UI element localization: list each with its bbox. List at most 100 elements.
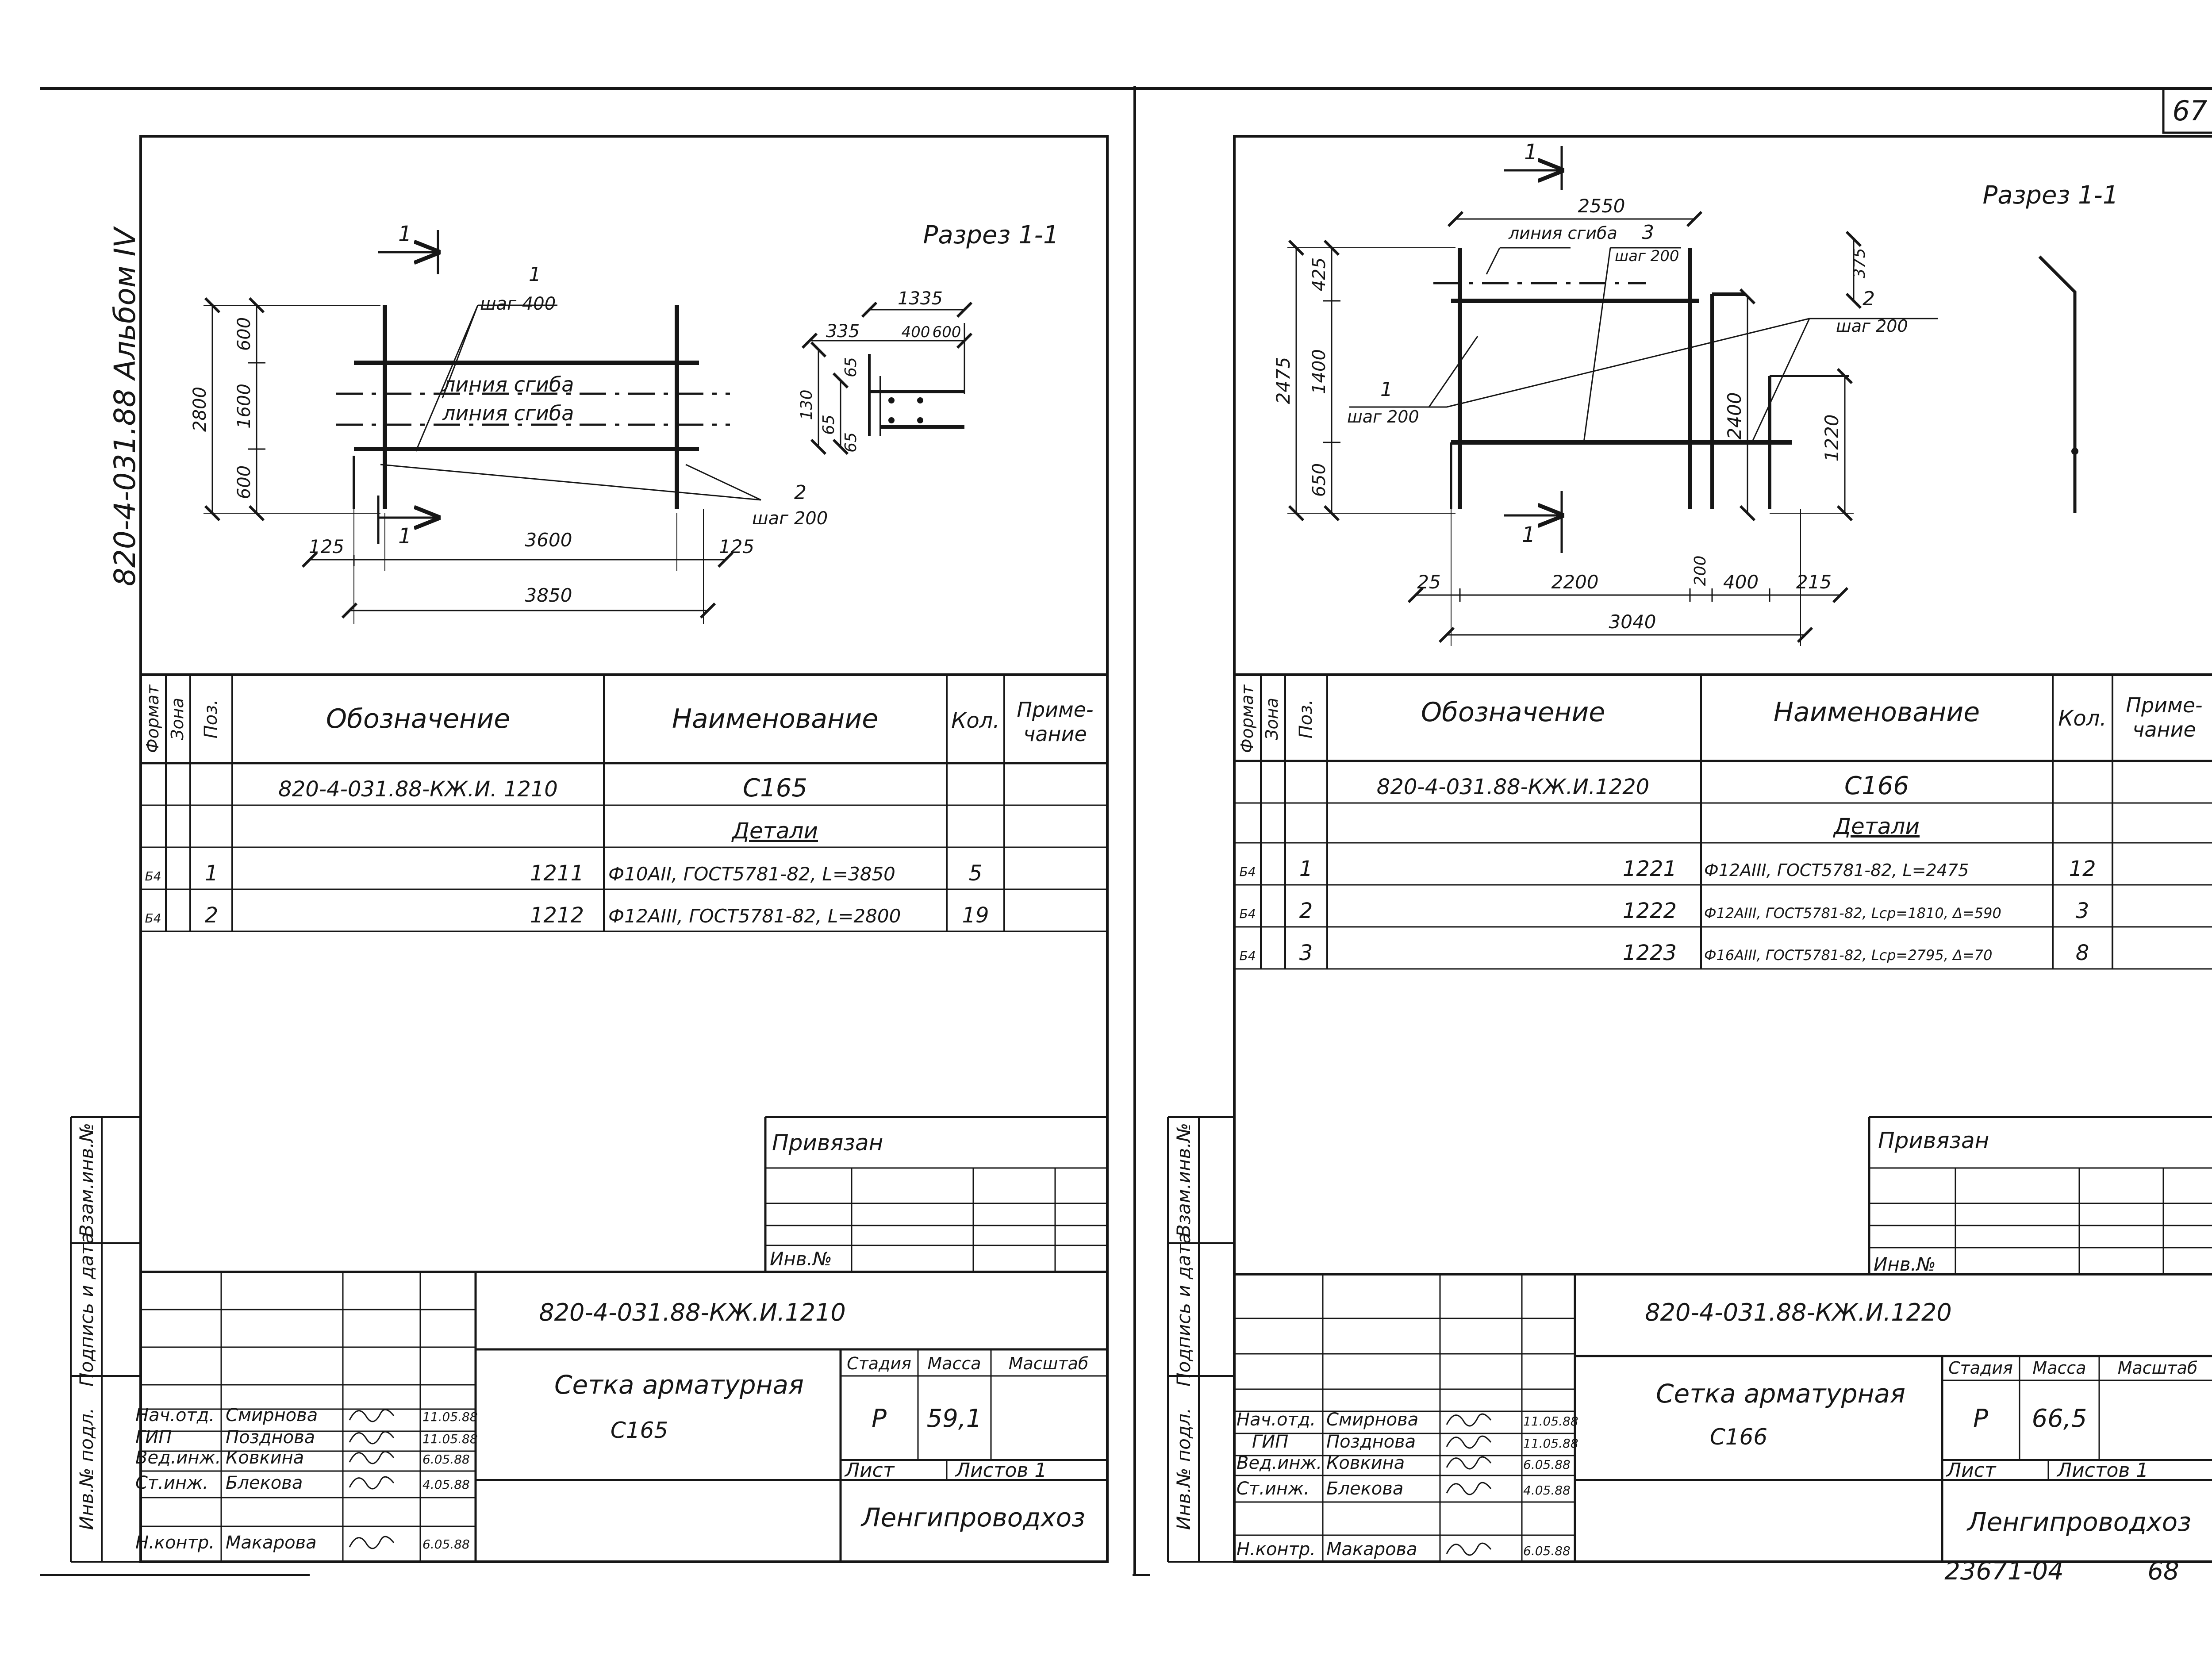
svg-text:Вед.инж.: Вед.инж. <box>1237 1453 1322 1473</box>
spec-row: Б4 1 1211 Ф10АII, ГОСТ5781-82, L=3850 5 <box>145 861 982 886</box>
svg-text:Б4: Б4 <box>1239 949 1256 963</box>
title-name-1: Сетка арматурная <box>1656 1379 1905 1409</box>
section-title: Разрез 1-1 <box>923 221 1059 250</box>
inv-label: Инв.№ <box>1874 1253 1936 1275</box>
col-format: Формат <box>1237 684 1257 753</box>
signature-mark <box>1446 1413 1492 1427</box>
svg-text:6.05.88: 6.05.88 <box>1523 1457 1571 1472</box>
title-doc-code: 820-4-031.88-КЖ.И.1210 <box>539 1299 845 1326</box>
svg-text:1: 1 <box>1299 857 1313 881</box>
svg-text:Позднова: Позднова <box>1326 1432 1416 1452</box>
svg-text:Блекова: Блекова <box>226 1473 303 1493</box>
svg-text:2: 2 <box>1299 899 1313 923</box>
section-mark-bottom: 1 <box>398 524 412 549</box>
spec-doc-code: 820-4-031.88-КЖ.И. 1210 <box>278 777 558 802</box>
pos-1-step: шаг 200 <box>1347 407 1419 426</box>
signature-mark <box>349 1431 395 1444</box>
bend-line-label-2: линия сгиба <box>442 401 574 425</box>
dim-left-total: 2475 <box>1272 357 1294 404</box>
svg-text:Ф12АIII, ГОСТ5781-82, Lср=1810: Ф12АIII, ГОСТ5781-82, Lср=1810, Δ=590 <box>1704 905 2001 922</box>
svg-text:3: 3 <box>1299 941 1313 965</box>
svg-text:Ст.инж.: Ст.инж. <box>135 1473 208 1493</box>
section-1-1-c166: Разрез 1-1 <box>1983 181 2119 513</box>
dim-right-375: 375 <box>1851 248 1869 279</box>
signature-row: Н.контр. Макарова 6.05.88 <box>135 1533 470 1553</box>
svg-text:4.05.88: 4.05.88 <box>422 1477 470 1492</box>
svg-text:Н.контр.: Н.контр. <box>1237 1539 1316 1560</box>
svg-text:Нач.отд.: Нач.отд. <box>1237 1410 1316 1430</box>
signature-row: Вед.инж. Ковкина 6.05.88 <box>1237 1453 1571 1473</box>
dim-right-2400: 2400 <box>1724 392 1745 440</box>
signature-mark <box>1446 1482 1492 1495</box>
title-col-stage: Стадия <box>1948 1358 2013 1378</box>
dim-left-top: 425 <box>1309 257 1329 291</box>
dim-left-mid: 1600 <box>234 384 254 429</box>
title-organization: Ленгипроводхоз <box>1966 1507 2191 1537</box>
svg-text:19: 19 <box>962 903 989 928</box>
dim-bottom-200: 200 <box>1691 556 1709 586</box>
dim-bottom-2200: 2200 <box>1551 571 1599 593</box>
side-label-signature: Подпись и дата <box>76 1233 97 1387</box>
spec-row: Б4 2 1222 Ф12АIII, ГОСТ5781-82, Lср=1810… <box>1239 899 2089 923</box>
pos-2-step: шаг 200 <box>752 508 828 529</box>
svg-text:Ф12АIII, ГОСТ5781-82, L=2800: Ф12АIII, ГОСТ5781-82, L=2800 <box>608 905 901 927</box>
bend-line-label-1: линия сгиба <box>442 373 574 396</box>
col-qty: Кол. <box>2058 706 2106 731</box>
side-stamp-left: Инв.№ подл. Подпись и дата Взам.инв.№ <box>70 1116 141 1563</box>
section-mark-top: 1 <box>1524 140 1538 165</box>
section-title: Разрез 1-1 <box>1983 181 2119 210</box>
dim-left-bottom: 650 <box>1309 463 1329 497</box>
svg-text:6.05.88: 6.05.88 <box>422 1537 470 1552</box>
col-zone: Зона <box>168 698 187 740</box>
svg-text:4.05.88: 4.05.88 <box>1523 1483 1571 1498</box>
svg-text:2: 2 <box>205 903 219 928</box>
title-block-left: 820-4-031.88-КЖ.И.1210 Сетка арматурная … <box>135 1271 1107 1562</box>
col-pos: Поз. <box>1296 699 1316 739</box>
side-label-signature: Подпись и дата <box>1173 1233 1194 1387</box>
svg-text:11.05.88: 11.05.88 <box>1523 1436 1578 1451</box>
col-note-1: Приме- <box>1017 698 1093 722</box>
pos-1-label: 1 <box>529 263 541 286</box>
signature-mark <box>1446 1435 1492 1449</box>
svg-text:Б4: Б4 <box>145 869 161 884</box>
pos-2-label: 2 <box>1863 288 1875 310</box>
col-note-1: Приме- <box>2126 693 2202 717</box>
col-qty: Кол. <box>951 708 999 733</box>
svg-text:11.05.88: 11.05.88 <box>1523 1414 1578 1429</box>
title-mass: 66,5 <box>2032 1404 2087 1433</box>
signature-mark <box>349 1536 395 1549</box>
dim-top: 2550 <box>1578 195 1625 217</box>
svg-text:1221: 1221 <box>1623 857 1677 881</box>
svg-text:1211: 1211 <box>530 861 584 886</box>
dim-bottom-25: 25 <box>1417 571 1440 593</box>
spec-table-right: Формат Зона Поз. Обозначение Наименовани… <box>1234 673 2212 970</box>
svg-text:Б4: Б4 <box>145 911 161 926</box>
svg-text:6.05.88: 6.05.88 <box>422 1452 470 1467</box>
title-sheet-label: Лист <box>1946 1459 1997 1482</box>
col-zone: Зона <box>1262 698 1282 740</box>
side-label-replace: Взам.инв.№ <box>1173 1123 1194 1237</box>
col-note-2: чание <box>2132 718 2196 741</box>
title-stage: Р <box>872 1404 887 1433</box>
signature-row: Нач.отд. Смирнова 11.05.88 <box>1237 1410 1578 1430</box>
svg-text:Ст.инж.: Ст.инж. <box>1237 1479 1310 1499</box>
signature-row: Нач.отд. Смирнова 11.05.88 <box>135 1405 478 1425</box>
bound-label: Привязан <box>772 1130 883 1156</box>
spec-table-left: Формат Зона Поз. Обозначение Наименовани… <box>141 673 1107 932</box>
signature-mark <box>1446 1542 1492 1556</box>
col-designation: Обозначение <box>1421 697 1605 728</box>
pos-1-step: шаг 400 <box>480 294 556 314</box>
svg-text:Ф16АIII, ГОСТ5781-82, Lср=2795: Ф16АIII, ГОСТ5781-82, Lср=2795, Δ=70 <box>1704 947 1993 964</box>
pos-2-label: 2 <box>794 481 806 504</box>
bend-line-label: линия сгиба <box>1508 223 1617 243</box>
section-mark-bottom: 1 <box>1522 522 1536 547</box>
bound-label: Привязан <box>1878 1128 1989 1153</box>
signature-row: Ст.инж. Блекова 4.05.88 <box>1237 1479 1571 1499</box>
signature-mark <box>349 1476 395 1490</box>
svg-text:1223: 1223 <box>1623 941 1677 965</box>
svg-text:Смирнова: Смирнова <box>1326 1410 1418 1430</box>
sec-dim-65-c: 65 <box>820 415 838 435</box>
sec-dim-65-b: 65 <box>842 432 860 453</box>
spec-details-heading: Детали <box>1833 814 1920 839</box>
title-sheet-label: Лист <box>844 1459 895 1482</box>
